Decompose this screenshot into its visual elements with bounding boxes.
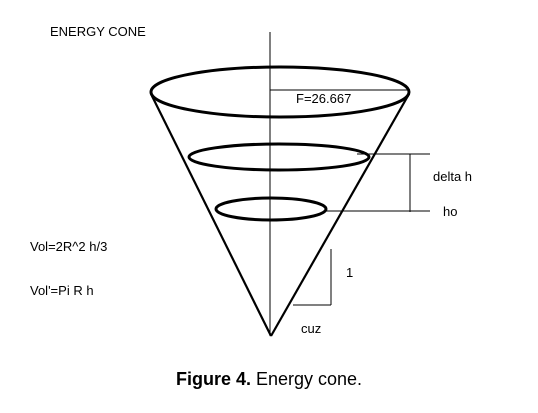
caption-prefix: Figure 4.: [175, 369, 251, 389]
cone-top-ellipse: [149, 65, 411, 119]
ho-label: ho: [443, 204, 457, 219]
f-value-label: F=26.667: [296, 91, 351, 106]
volume-prime-formula: Vol'=Pi R h: [30, 283, 94, 298]
caption-text: Energy cone.: [250, 369, 363, 389]
middle-ellipse: [187, 142, 371, 172]
cuz-label: cuz: [301, 321, 321, 336]
one-label: 1: [346, 265, 353, 280]
lower-ellipse: [214, 196, 328, 222]
volume-formula: Vol=2R^2 h/3: [30, 239, 107, 254]
figure-caption: Figure 4. Energy cone.: [0, 369, 538, 390]
delta-h-label: delta h: [433, 169, 472, 184]
cone-left-side: [151, 95, 272, 337]
diagram-title: ENERGY CONE: [50, 24, 146, 39]
cone-right-side: [270, 93, 410, 337]
